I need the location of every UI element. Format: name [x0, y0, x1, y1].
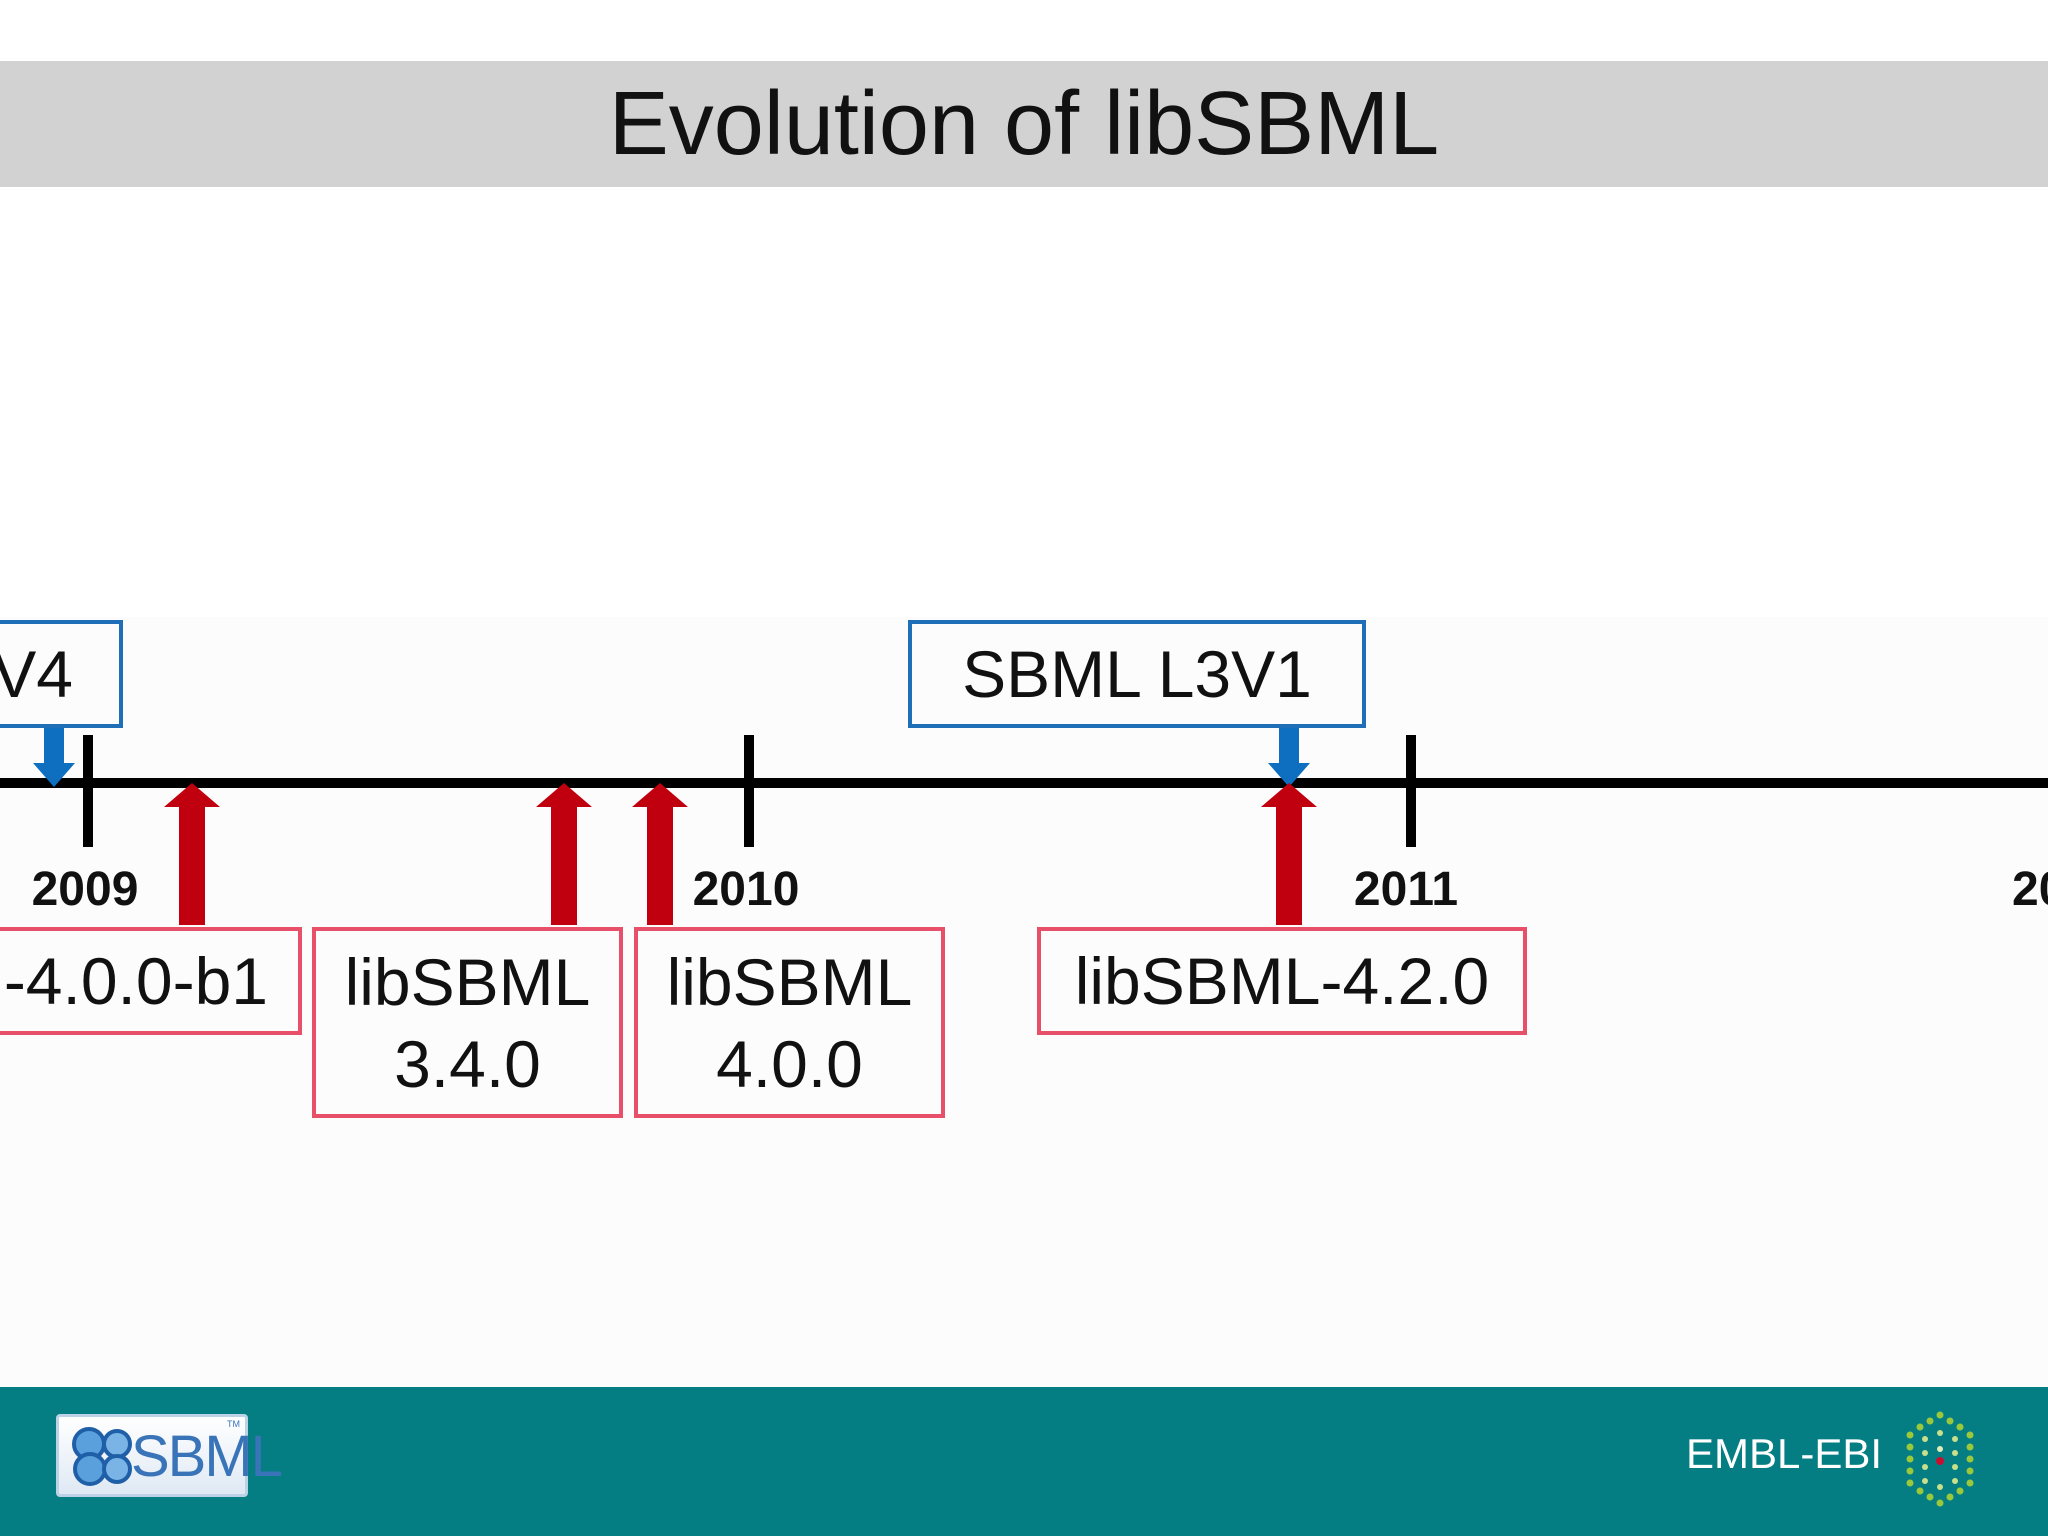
year-label-2009: 2009	[31, 863, 139, 916]
spec-arrow-l3v1	[1268, 718, 1310, 787]
slide-title: Evolution of libSBML	[608, 74, 1440, 174]
spec-arrow-v4	[33, 718, 75, 787]
lib-box-4-2-0-label: libSBML-4.2.0	[1074, 944, 1490, 1018]
lib-box-3-4-0-line2: 3.4.0	[394, 1027, 541, 1101]
lib-box-4-0-0-b1: -4.0.0-b1	[0, 927, 302, 1035]
footer-bar	[0, 1387, 2048, 1536]
lib-box-3-4-0: libSBML 3.4.0	[312, 927, 623, 1118]
lib-box-4-0-0: libSBML 4.0.0	[634, 927, 945, 1118]
sbml-logo-text: SBML	[131, 1424, 283, 1489]
year-tick-2010	[744, 735, 754, 847]
embl-ebi-wordmark: EMBL-EBI	[1686, 1430, 1883, 1477]
lib-box-4-2-0: libSBML-4.2.0	[1037, 927, 1527, 1035]
embl-ebi-hexagon-icon	[1906, 1411, 1974, 1507]
sbml-logo-tm: TM	[227, 1419, 240, 1429]
lib-box-4-0-0-b1-label: -4.0.0-b1	[3, 944, 268, 1018]
year-label-partial: 20	[2012, 863, 2048, 916]
lib-arrow-4-2-0	[1261, 783, 1317, 925]
lib-arrow-3-4-0	[536, 783, 592, 925]
year-label-2010: 2010	[692, 863, 800, 916]
sbml-logo: SBML TM	[56, 1414, 283, 1497]
year-tick-2011	[1406, 735, 1416, 847]
lib-box-3-4-0-line1: libSBML	[344, 945, 591, 1019]
lib-box-4-0-0-line2: 4.0.0	[716, 1027, 863, 1101]
spec-box-l3v1-label: SBML L3V1	[962, 637, 1312, 711]
spec-box-v4: V4	[0, 620, 123, 728]
title-bar	[0, 61, 2048, 187]
lib-box-4-0-0-line1: libSBML	[666, 945, 913, 1019]
year-label-2011: 2011	[1353, 863, 1459, 916]
spec-box-l3v1: SBML L3V1	[908, 620, 1366, 728]
spec-box-v4-label: V4	[0, 637, 73, 711]
lib-arrow-4-0-0-b1	[164, 783, 220, 925]
year-tick-2009	[83, 735, 93, 847]
lib-arrow-4-0-0	[632, 783, 688, 925]
sbml-logo-graphic	[72, 1427, 132, 1486]
